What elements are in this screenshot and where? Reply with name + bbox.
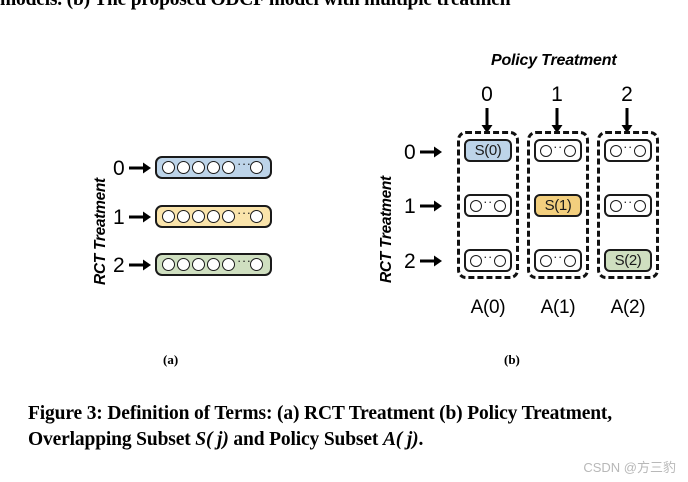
caption-suffix: .: [418, 429, 424, 450]
figure-caption: Figure 3: Definition of Terms: (a) RCT T…: [28, 401, 668, 453]
panel-b-row-arrow-0: [420, 146, 442, 158]
panel-b-column-number-1: 1: [551, 83, 563, 106]
cell-r1-c0: ··: [464, 194, 512, 217]
ellipsis-dots: ··: [483, 193, 493, 209]
unit-circle: [470, 199, 482, 212]
panel-b-column-number-2: 2: [621, 83, 633, 106]
panel-b-rct-treatment-axis-label: RCT Treatment: [378, 176, 395, 283]
policy-subset-group-0: [457, 131, 519, 279]
panel-b: Policy Treatment 0 1 2 RCT Treatment 0 1…: [378, 52, 659, 367]
cell-r2-c1: ··: [534, 249, 582, 272]
ellipsis-dots: ··: [623, 193, 633, 209]
policy-subset-group-2: [597, 131, 659, 279]
unit-circle: [177, 210, 190, 223]
panel-a-bar-row-1: ···: [155, 205, 272, 228]
cell-r0-c2: ··: [604, 139, 652, 162]
panel-b-row-number-0: 0: [404, 141, 416, 164]
unit-circle: [192, 258, 205, 271]
panel-b-policy-treatment-header: Policy Treatment: [491, 52, 617, 69]
caption-middle: and Policy Subset: [228, 429, 383, 450]
panel-b-column-number-0: 0: [481, 83, 493, 106]
unit-circle: [540, 144, 552, 157]
cell-r0-c0: S(0): [464, 139, 512, 162]
unit-circle: [610, 144, 622, 157]
panel-a-bar-row-2: ···: [155, 253, 272, 276]
panel-b-row-number-1: 1: [404, 195, 416, 218]
unit-circle: [162, 210, 175, 223]
unit-circle: [610, 199, 622, 212]
panel-a-sublabel: (a): [163, 352, 179, 367]
unit-circle: [222, 161, 235, 174]
cell-r2-c2: S(2): [604, 249, 652, 272]
unit-circle: [634, 144, 646, 157]
unit-circle: [634, 199, 646, 212]
cell-r0-c1: ··: [534, 139, 582, 162]
panel-b-column-arrow-2: [621, 108, 633, 133]
panel-a: RCT Treatment 0 ··· 1 ··· 2: [0, 0, 340, 400]
cell-r2-c0: ··: [464, 249, 512, 272]
cell-label: S(0): [474, 142, 502, 159]
panel-a-row-arrow-2: [129, 259, 151, 271]
unit-circle: [192, 161, 205, 174]
unit-circle: [207, 210, 220, 223]
panel-a-bar-row-0: ···: [155, 156, 272, 179]
unit-circle: [494, 254, 506, 267]
unit-circle: [250, 210, 263, 223]
cut-off-body-text: models. (b) The proposed ODCF model with…: [0, 0, 688, 11]
panel-a-row-arrow-1: [129, 211, 151, 223]
unit-circle: [207, 161, 220, 174]
ellipsis-dots: ··: [623, 138, 633, 154]
unit-circle: [250, 161, 263, 174]
unit-circle: [470, 254, 482, 267]
unit-circle: [177, 161, 190, 174]
unit-circle: [192, 210, 205, 223]
caption-symbol-s: S( j): [195, 429, 229, 450]
panel-b-column-arrow-0: [481, 108, 493, 133]
panel-a-row-number-2: 2: [113, 254, 125, 277]
ellipsis-dots: ··: [553, 138, 563, 154]
unit-circle: [564, 144, 576, 157]
panel-b-column-arrow-1: [551, 108, 563, 133]
unit-circle: [177, 258, 190, 271]
panel-b-row-arrow-2: [420, 255, 442, 267]
unit-circle: [222, 210, 235, 223]
policy-subset-group-1: [527, 131, 589, 279]
caption-symbol-a: A( j): [382, 429, 419, 450]
unit-circle: [564, 254, 576, 267]
cell-label: S(1): [544, 197, 572, 214]
policy-subset-label-2: A(2): [610, 297, 646, 318]
policy-subset-label-1: A(1): [540, 297, 576, 318]
unit-circle: [207, 258, 220, 271]
panel-a-row-number-1: 1: [113, 206, 125, 229]
unit-circle: [250, 258, 263, 271]
unit-circle: [162, 161, 175, 174]
panel-a-row-arrow-0: [129, 162, 151, 174]
unit-circle: [222, 258, 235, 271]
panel-b-row-arrow-1: [420, 200, 442, 212]
panel-b-sublabel: (b): [504, 352, 520, 367]
panel-a-row-number-0: 0: [113, 157, 125, 180]
unit-circle: [494, 199, 506, 212]
caption-prefix: Figure 3: Definition of Terms: (a) RCT T…: [28, 403, 612, 450]
cell-label: S(2): [614, 252, 642, 269]
csdn-watermark: CSDN @方三豹: [583, 460, 676, 475]
policy-subset-label-0: A(0): [470, 297, 506, 318]
cell-r1-c2: ··: [604, 194, 652, 217]
ellipsis-dots: ··: [483, 248, 493, 264]
panel-b-row-number-2: 2: [404, 250, 416, 273]
cell-r1-c1: S(1): [534, 194, 582, 217]
unit-circle: [540, 254, 552, 267]
unit-circle: [162, 258, 175, 271]
ellipsis-dots: ··: [553, 248, 563, 264]
